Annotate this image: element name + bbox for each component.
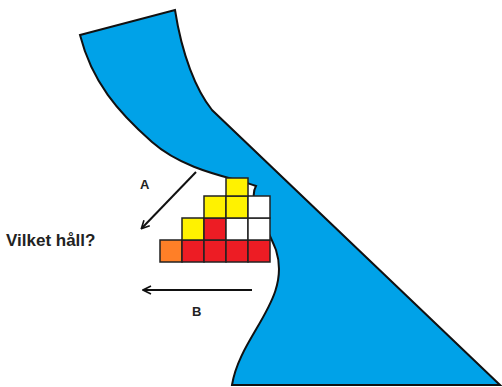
question-text: Vilket håll?: [6, 232, 95, 251]
arrow-label: A: [140, 178, 149, 192]
arrow-a: [142, 172, 196, 228]
ship: [160, 178, 270, 262]
arrow-label: B: [192, 305, 201, 319]
arrow-b: [144, 289, 252, 291]
water-area: [80, 10, 500, 385]
